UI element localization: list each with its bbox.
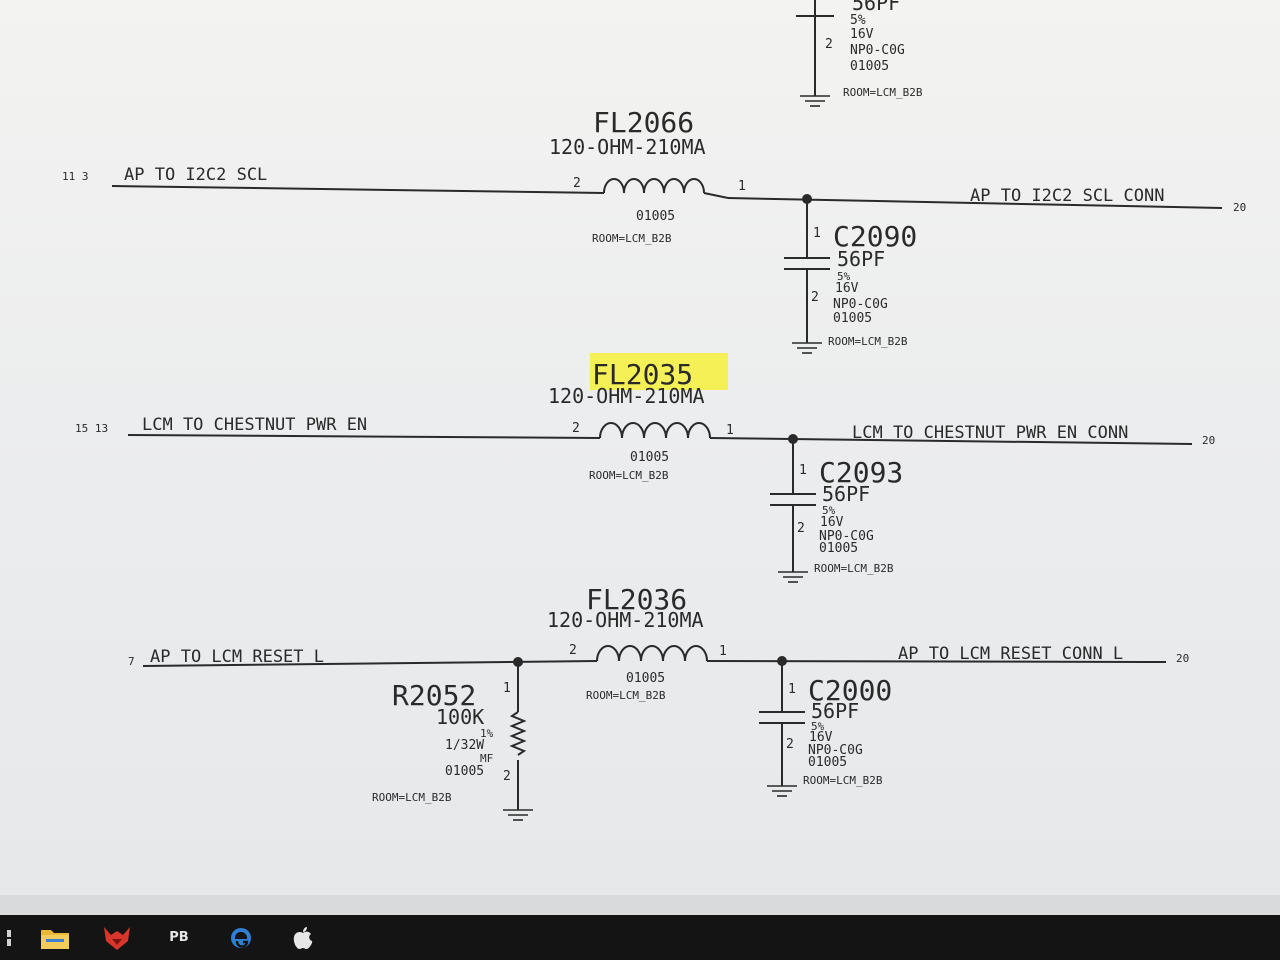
cap-room: ROOM=LCM_B2B [803,774,883,787]
right-net-label: AP TO LCM RESET CONN L [898,644,1123,664]
apple-icon [293,926,313,949]
left-refs: 15 13 [75,422,108,435]
filter-room: ROOM=LCM_B2B [589,469,669,482]
left-refs: 7 [128,655,135,668]
cap-ref: C2090 [833,220,917,253]
red-app-button[interactable] [86,915,148,960]
top-cap-dielectric: NP0-C0G [850,43,905,58]
filter-room: ROOM=LCM_B2B [586,689,666,702]
cap-ref: C2093 [819,456,903,489]
cap-dielectric: NP0-C0G [819,529,874,544]
folder-icon [41,929,69,949]
filter-value: 120-OHM-210MA [548,384,705,408]
filter-room: ROOM=LCM_B2B [592,232,672,245]
resistor-pin1: 1 [503,681,511,696]
right-ref: 20 [1233,201,1246,214]
search-highlight [590,353,728,390]
top-cap-voltage: 16V [850,27,874,42]
top-cap-value: 56PF [852,0,900,15]
inductor-symbol [596,645,708,662]
pb-app-button[interactable]: PB [148,915,210,960]
resistor-symbol [509,711,527,756]
windows-icon [7,929,11,946]
left-net-label: LCM TO CHESTNUT PWR EN [142,415,367,435]
top-cap-tolerance: 5% [850,13,866,28]
cap-pin2: 2 [811,290,819,305]
cap-pin1: 1 [799,463,807,478]
filter-pin-right: 1 [719,644,727,659]
top-cap-pin2: 2 [825,37,833,52]
cap-dielectric: NP0-C0G [808,743,863,758]
cap-tolerance: 5% [837,270,851,283]
schematic-canvas: 56PF 5% 16V 2 NP0-C0G 01005 ROOM=LCM_B2B… [62,0,1246,821]
right-ref: 20 [1202,434,1215,447]
fox-icon [104,926,130,950]
pb-app-label: PB [169,930,189,945]
apple-app-button[interactable] [272,915,334,960]
cap-voltage: 16V [835,281,859,296]
left-net-label: AP TO LCM RESET L [150,647,324,667]
filter-ref: FL2066 [593,106,694,139]
cap-package: 01005 [833,311,872,326]
edge-browser-button[interactable] [210,915,272,960]
resistor-package: 01005 [445,764,484,779]
inductor-symbol [603,178,705,194]
left-refs: 11 3 [62,170,89,183]
cap-pin2: 2 [797,521,805,536]
right-ref: 20 [1176,652,1189,665]
cap-tolerance: 5% [811,720,825,733]
filter-pin-left: 2 [572,421,580,436]
resistor-tolerance: 1% [480,727,494,740]
resistor-pin2: 2 [503,769,511,784]
edge-icon [231,927,251,948]
top-cap-package: 01005 [850,59,889,74]
filter-package: 01005 [626,671,665,686]
filter-pin-left: 2 [573,176,581,191]
cap-dielectric: NP0-C0G [833,297,888,312]
right-net-label: AP TO I2C2 SCL CONN [970,186,1164,206]
filter-pin-left: 2 [569,643,577,658]
filter-package: 01005 [636,209,675,224]
file-explorer-button[interactable] [24,915,86,960]
filter-value: 120-OHM-210MA [549,135,706,159]
schematic-viewer: 56PF 5% 16V 2 NP0-C0G 01005 ROOM=LCM_B2B… [0,0,1280,905]
cap-package: 01005 [808,755,847,770]
filter-pin-right: 1 [738,179,746,194]
cap-value: 56PF [811,699,859,723]
filter-package: 01005 [630,450,669,465]
cap-pin2: 2 [786,737,794,752]
resistor-ref: R2052 [392,679,476,712]
cap-pin1: 1 [788,682,796,697]
filter-pin-right: 1 [726,423,734,438]
cap-room: ROOM=LCM_B2B [814,562,894,575]
filter-value: 120-OHM-210MA [547,608,704,632]
cap-ref: C2000 [808,674,892,707]
monitor-bezel [0,895,1280,915]
resistor-power: 1/32W [445,738,484,753]
filter-ref: FL2036 [586,583,687,616]
circuit-row-i2c2-scl: 11 3 AP TO I2C2 SCL 2 1 FL2066 120-OHM-2… [62,106,1246,354]
cap-tolerance: 5% [822,504,836,517]
right-net-label: LCM TO CHESTNUT PWR EN CONN [852,423,1128,443]
resistor-type: MF [480,752,493,765]
resistor-room: ROOM=LCM_B2B [372,791,452,804]
cap-value: 56PF [837,247,885,271]
top-cap-room: ROOM=LCM_B2B [843,86,923,99]
cap-pin1: 1 [813,226,821,241]
cap-package: 01005 [819,541,858,556]
resistor-value: 100K [436,705,484,729]
cap-value: 56PF [822,482,870,506]
cap-voltage: 16V [820,515,844,530]
circuit-row-chestnut-pwr-en: 15 13 LCM TO CHESTNUT PWR EN 2 1 FL2035 … [75,353,1215,583]
cap-voltage: 16V [809,730,833,745]
circuit-row-lcm-reset: 7 AP TO LCM RESET L 2 1 FL2036 120-OHM-2… [128,583,1189,821]
cap-room: ROOM=LCM_B2B [828,335,908,348]
taskbar: PB [0,915,1280,960]
left-net-label: AP TO I2C2 SCL [124,165,267,185]
windows-start-button[interactable] [0,915,24,960]
inductor-symbol [599,422,711,439]
filter-ref: FL2035 [592,358,693,391]
top-capacitor: 56PF 5% 16V 2 NP0-C0G 01005 ROOM=LCM_B2B [796,0,923,107]
